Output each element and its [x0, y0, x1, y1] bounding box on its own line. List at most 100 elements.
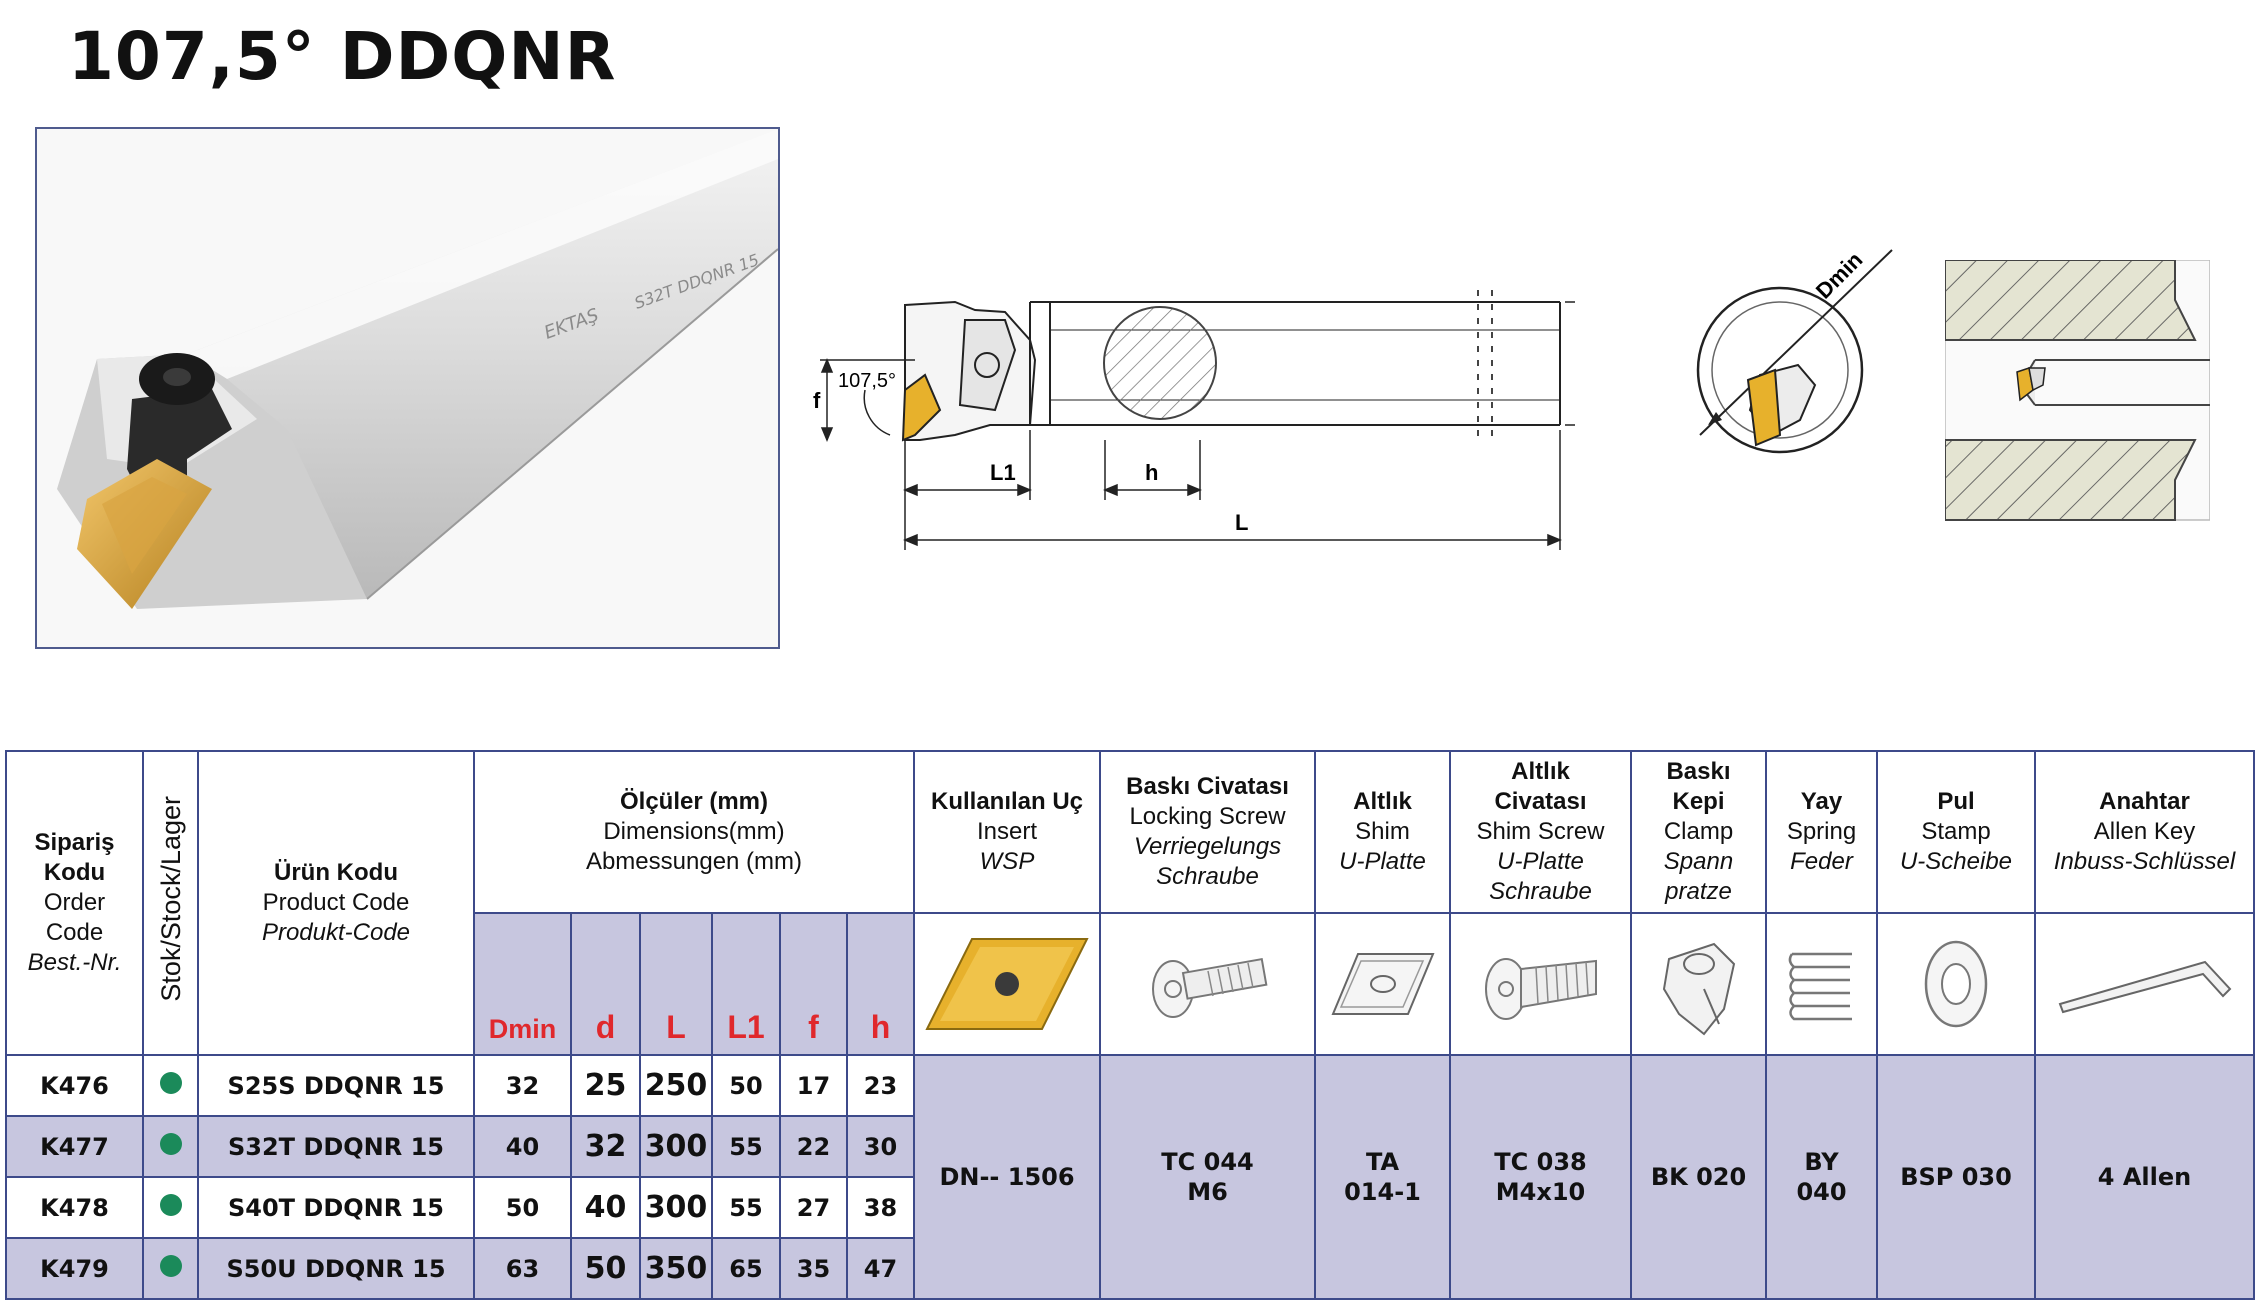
acc-header-allen-key: Anahtar Allen Key Inbuss-Schlüssel	[2034, 750, 2255, 914]
col-dims-bold: Ölçüler (mm)	[619, 788, 769, 815]
acc-header-normal: Insert	[976, 818, 1038, 845]
dim-d: 25	[570, 1054, 641, 1117]
acc-header-normal: Locking Screw	[1129, 803, 1286, 830]
dim-dmin: 63	[473, 1237, 572, 1300]
washer-icon	[1924, 940, 1988, 1028]
acc-header-bold: Baskı Civatası	[1126, 773, 1289, 800]
shim-screw-icon	[1484, 958, 1597, 1020]
acc-header-italic: WSP	[979, 848, 1035, 875]
acc-header-shim-screw: Altlık Civatası Shim Screw U-Platte Schr…	[1449, 750, 1632, 914]
product-code: S50U DDQNR 15	[197, 1237, 475, 1300]
dim-l: 250	[639, 1054, 713, 1117]
product-code: S25S DDQNR 15	[197, 1054, 475, 1117]
dim-header-l: L	[639, 912, 713, 1056]
acc-header-normal: Spring	[1786, 818, 1857, 845]
col-order-l1: Order	[43, 889, 106, 916]
table-row: K477 S32T DDQNR 15 40 32 300 55 22 30	[5, 1115, 2254, 1178]
dim-h: 30	[846, 1115, 915, 1178]
dim-l1: 50	[711, 1054, 781, 1117]
dim-dmin: 40	[473, 1115, 572, 1178]
col-order-l2: Code	[45, 919, 104, 946]
allen-key-icon	[2058, 960, 2231, 1014]
angle-label: 107,5°	[838, 370, 896, 392]
technical-drawing: 107,5° f d L1 h L	[813, 290, 1575, 550]
dim-f: 17	[779, 1054, 848, 1117]
dim-header-text: L	[666, 1009, 686, 1045]
locking-screw-icon-cell	[1099, 912, 1316, 1056]
acc-value-allen-key: 4 Allen	[2034, 1054, 2255, 1300]
dim-header-d: d	[570, 912, 641, 1056]
dim-d: 32	[570, 1115, 641, 1178]
acc-header-normal: Allen Key	[2093, 818, 2196, 845]
dim-header-text: d	[595, 1009, 616, 1045]
dim-h: 47	[846, 1237, 915, 1300]
acc-header-italic: Verriegelungs Schraube	[1133, 833, 1282, 890]
acc-header-italic: U-Platte Schraube	[1489, 848, 1592, 905]
acc-header-italic: U-Scheibe	[1899, 848, 2013, 875]
shim-icon	[1331, 953, 1434, 1015]
col-order-italic: Best.-Nr.	[27, 949, 122, 976]
acc-value-line: TC 044	[1161, 1148, 1254, 1176]
order-code: K478	[5, 1176, 144, 1239]
table-row: K476 S25S DDQNR 15 32 25 250 50 17 23 DN…	[5, 1054, 2255, 1300]
clamp-icon-cell	[1630, 912, 1767, 1056]
dim-f: 22	[779, 1115, 848, 1178]
stock-dot-icon	[159, 1071, 182, 1094]
acc-header-normal: Shim Screw	[1476, 818, 1605, 845]
acc-value-insert: DN-- 1506	[913, 1054, 1101, 1300]
acc-header-normal: Clamp	[1663, 818, 1734, 845]
acc-header-italic: U-Platte	[1339, 848, 1426, 875]
acc-header-spring: Yay Spring Feder	[1765, 750, 1878, 914]
dim-l1: 65	[711, 1237, 781, 1300]
order-code: K476	[5, 1054, 144, 1117]
stock-cell	[142, 1115, 199, 1178]
col-product-normal: Product Code	[262, 889, 410, 916]
stock-dot-icon	[159, 1132, 182, 1155]
spec-table: Sipariş Kodu Order Code Best.-Nr. Stok/S…	[5, 750, 2255, 1300]
dim-l1-label: L1	[990, 460, 1016, 485]
acc-header-bold: Kullanılan Uç	[930, 788, 1084, 815]
dim-f: 35	[779, 1237, 848, 1300]
spring-icon	[1788, 952, 1852, 1021]
acc-value-line: DN-- 1506	[939, 1163, 1075, 1191]
dim-h-label: h	[1145, 460, 1158, 485]
acc-header-italic: Feder	[1790, 848, 1853, 875]
acc-header-bold: Altlık Civatası	[1494, 758, 1587, 815]
dim-header-text: h	[870, 1009, 891, 1045]
acc-value-line: M6	[1187, 1178, 1228, 1206]
page-title: 107,5° DDQNR	[68, 18, 617, 95]
dim-header-h: h	[846, 912, 915, 1056]
acc-value-washer: BSP 030	[1876, 1054, 2036, 1300]
stock-cell	[142, 1054, 199, 1117]
acc-value-line: BY	[1804, 1148, 1839, 1176]
col-dims-l1: Dimensions(mm)	[603, 818, 785, 845]
acc-header-bold: Altlık	[1353, 788, 1412, 815]
acc-header-washer: Pul Stamp U-Scheibe	[1876, 750, 2036, 914]
acc-header-italic: Inbuss-Schlüssel	[2053, 848, 2236, 875]
product-code: S40T DDQNR 15	[197, 1176, 475, 1239]
dim-header-dmin: Dmin	[473, 912, 572, 1056]
dim-d: 50	[570, 1237, 641, 1300]
insert-icon-cell	[913, 912, 1101, 1056]
product-code: S32T DDQNR 15	[197, 1115, 475, 1178]
dim-d: 40	[570, 1176, 641, 1239]
shim-screw-icon-cell	[1449, 912, 1632, 1056]
col-order-bold: Sipariş Kodu	[34, 829, 115, 886]
acc-header-normal: Shim	[1355, 818, 1410, 845]
acc-header-clamp: Baskı Kepi Clamp Spann pratze	[1630, 750, 1767, 914]
acc-value-line: BSP 030	[1900, 1163, 2012, 1191]
dim-h: 38	[846, 1176, 915, 1239]
dim-f: 27	[779, 1176, 848, 1239]
acc-header-bold: Yay	[1800, 788, 1843, 815]
acc-header-locking-screw: Baskı Civatası Locking Screw Verriegelun…	[1099, 750, 1316, 914]
dim-l: 300	[639, 1115, 713, 1178]
acc-header-shim: Altlık Shim U-Platte	[1314, 750, 1451, 914]
stock-dot-icon	[159, 1254, 182, 1277]
acc-value-line: TA	[1365, 1148, 1400, 1176]
stock-cell	[142, 1237, 199, 1300]
table-row: K478 S40T DDQNR 15 50 40 300 55 27 38	[5, 1176, 2254, 1239]
col-stock-label: Stok/Stock/Lager	[155, 796, 186, 1002]
